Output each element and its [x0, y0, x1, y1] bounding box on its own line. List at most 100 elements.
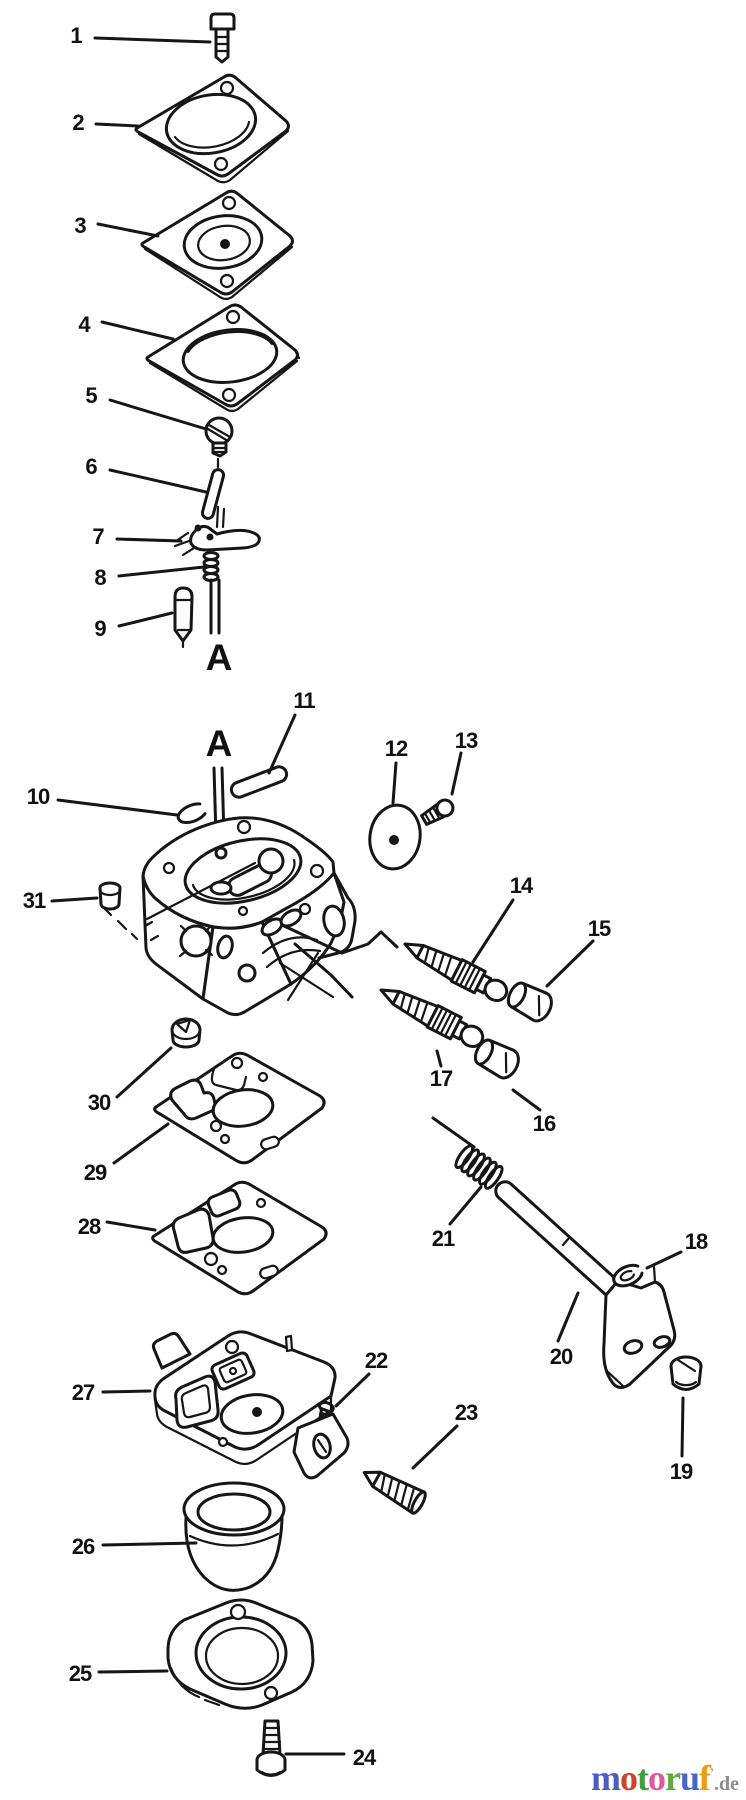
- callout-8: 8: [94, 565, 106, 590]
- watermark-letter: o: [619, 1758, 638, 1798]
- part-9-inlet-needle: [173, 586, 194, 649]
- leader-line: [411, 1424, 459, 1470]
- part-17-mixture-needle: [379, 988, 485, 1049]
- part-5-lever-screw: [204, 416, 234, 469]
- part-8-metering-spring: [202, 551, 220, 582]
- callout-7: 7: [92, 524, 104, 549]
- part-23-mounting-screw: [362, 1470, 427, 1515]
- part-21-plunger-spring: [454, 1144, 504, 1190]
- leader-line: [391, 761, 398, 805]
- watermark-letter: f: [699, 1758, 711, 1798]
- part-2-cover-plate: [134, 73, 290, 184]
- leader-line: [93, 36, 212, 44]
- part-30-check-valve: [170, 1017, 202, 1049]
- callout-14: 14: [509, 873, 534, 898]
- callout-19: 19: [669, 1459, 694, 1484]
- part-7-metering-lever: [173, 505, 261, 557]
- part-20-throttle-plunger: [494, 1180, 677, 1389]
- part-14-mixture-needle: [403, 942, 509, 1003]
- leader-line: [101, 1541, 198, 1547]
- leader-line: [96, 222, 160, 238]
- leader-line: [471, 898, 515, 964]
- part-15-limiter-cap: [506, 981, 553, 1023]
- callout-4: 4: [78, 312, 90, 337]
- leader-line: [115, 537, 183, 543]
- callout-13: 13: [454, 728, 479, 753]
- part-18-clip: [612, 1263, 644, 1288]
- callout-3: 3: [74, 213, 86, 238]
- part-19-swivel-nut: [669, 1355, 703, 1391]
- leader-line: [645, 1250, 683, 1270]
- leader-line: [50, 896, 99, 903]
- callout-20: 20: [549, 1344, 574, 1369]
- leader-line: [101, 1389, 152, 1394]
- part-10-retaining-clip: [176, 802, 207, 824]
- part-6-pivot-pin: [200, 468, 226, 520]
- callout-5: 5: [85, 383, 97, 408]
- section-marker-A: A: [205, 723, 233, 764]
- leader-line: [115, 1046, 173, 1099]
- watermark-letter: m: [590, 1758, 621, 1798]
- callout-27: 27: [71, 1380, 96, 1405]
- leader-line: [112, 1122, 170, 1165]
- watermark-trademark: ’: [710, 1765, 714, 1779]
- part-29-gasket: [153, 1051, 326, 1165]
- part-27-pump-plate: [151, 1330, 350, 1480]
- leader-line: [680, 1396, 685, 1458]
- leader-line: [108, 468, 208, 494]
- callout-9: 9: [94, 616, 106, 641]
- watermark-letter: u: [679, 1758, 700, 1798]
- leader-line: [511, 1088, 542, 1112]
- leader-line: [435, 1049, 443, 1068]
- shaft-axis-lines: [209, 578, 221, 635]
- leader-line: [545, 939, 595, 988]
- main-shaft-through-body: [209, 846, 233, 896]
- callout-6: 6: [85, 454, 97, 479]
- callout-17: 17: [429, 1066, 454, 1091]
- callout-24: 24: [352, 1745, 377, 1770]
- watermark-letter: o: [647, 1758, 666, 1798]
- callout-18: 18: [684, 1229, 709, 1254]
- leader-line: [267, 713, 297, 775]
- callout-26: 26: [71, 1534, 96, 1559]
- callout-12: 12: [384, 736, 409, 761]
- callout-11: 11: [293, 688, 315, 713]
- leader-line: [117, 611, 174, 628]
- callout-30: 30: [87, 1090, 112, 1115]
- part-24-flange-screw: [255, 1719, 287, 1777]
- leader-line: [94, 122, 140, 128]
- watermark-letter: r: [664, 1758, 681, 1798]
- part-13-throttle-screw: [420, 798, 455, 826]
- callout-10: 10: [26, 784, 51, 809]
- leader-line: [556, 1291, 580, 1343]
- carburetor-body: [141, 816, 357, 1017]
- leader-line: [56, 798, 179, 817]
- watermark-letter: t: [636, 1758, 649, 1798]
- part-25-flange-gasket: [166, 1598, 315, 1710]
- leader-line: [97, 1669, 169, 1674]
- part-16-limiter-cap: [473, 1038, 520, 1080]
- leader-lines: [50, 36, 685, 1756]
- leader-line: [117, 565, 206, 578]
- callout-16: 16: [532, 1111, 557, 1136]
- part-28-pump-diaphragm: [151, 1180, 328, 1296]
- watermark-domain-suffix: .de: [714, 1773, 739, 1795]
- callout-2: 2: [72, 110, 84, 135]
- callout-22: 22: [364, 1348, 389, 1373]
- part-12-throttle-plate: [368, 803, 422, 871]
- section-marker-A: A: [205, 637, 233, 678]
- part-1-screw: [209, 12, 236, 64]
- callout-1: 1: [70, 23, 82, 48]
- assembly-axis-lines: [280, 923, 476, 1149]
- part-4-gasket: [145, 303, 301, 413]
- callout-25: 25: [68, 1661, 93, 1686]
- watermark-letters: motoruf: [590, 1758, 711, 1798]
- leader-line: [108, 398, 208, 431]
- motoruf-watermark: motoruf’.de: [591, 1760, 739, 1796]
- leader-line: [100, 320, 175, 341]
- part-31-welch-plug: [98, 861, 257, 941]
- callout-15: 15: [587, 916, 612, 941]
